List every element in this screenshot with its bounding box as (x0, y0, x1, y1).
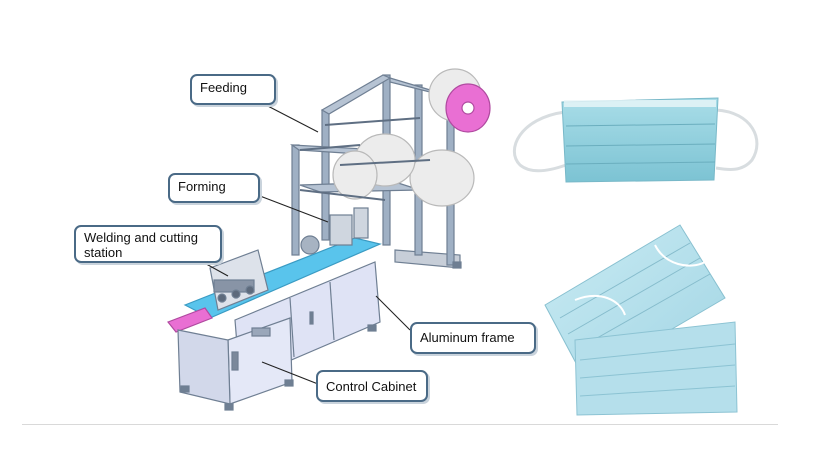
feeding-label: Feeding (190, 74, 276, 105)
forming-label: Forming (168, 173, 260, 203)
baseline-divider (22, 424, 778, 425)
welding-text-line1: Welding and cutting (84, 230, 198, 245)
mask-product-photos (512, 97, 759, 416)
output-conveyor (167, 307, 213, 333)
ear-loop-reel (445, 83, 491, 133)
welding-text-line2: station (84, 245, 123, 260)
mask-machine (167, 68, 491, 411)
forming-text: Forming (178, 179, 226, 194)
mask-bottom-back (574, 321, 738, 416)
control-cabinet-leader (261, 361, 319, 385)
guide-arms (299, 117, 431, 201)
mask-top (512, 97, 759, 183)
machine-feet (180, 261, 462, 411)
forming-leader (259, 195, 329, 223)
feeding-text: Feeding (200, 80, 247, 95)
aluminum-frame-text: Aluminum frame (420, 330, 515, 345)
welding-cutting-label: Welding and cutting station (74, 225, 222, 263)
aluminum-frame-label: Aluminum frame (410, 322, 536, 354)
ear-loop-lower (574, 295, 626, 316)
control-cabinet (177, 317, 293, 405)
control-cabinet-label: Control Cabinet (316, 370, 428, 402)
aluminum-frame-leader (375, 295, 411, 331)
ear-loop-left (512, 110, 567, 173)
welding-station (209, 249, 269, 311)
ear-loop-right (715, 108, 759, 172)
leader-lines (189, 102, 411, 385)
feeding-leader (261, 102, 319, 133)
forming-unit (300, 207, 369, 255)
control-cabinet-text: Control Cabinet (326, 379, 417, 394)
